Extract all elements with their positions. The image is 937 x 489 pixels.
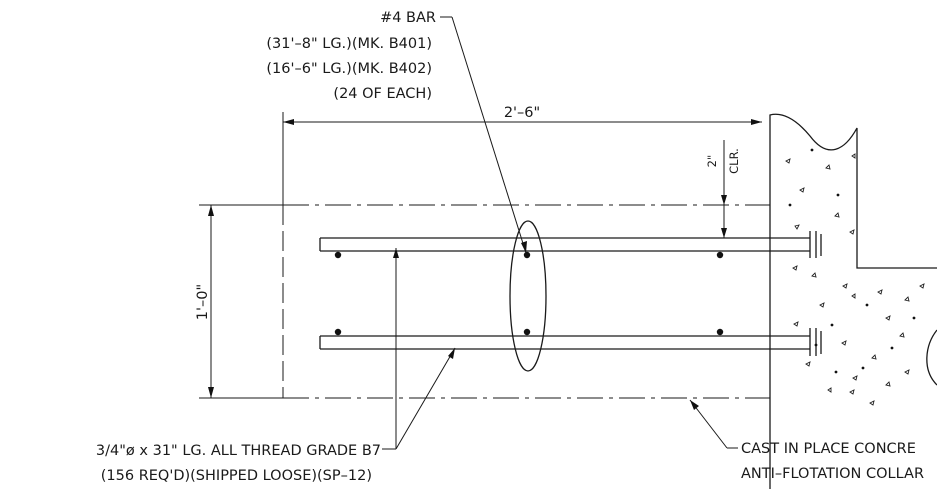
hidden-outline: [282, 112, 770, 399]
concrete-callout-line2: ANTI–FLOTATION COLLAR: [741, 466, 924, 482]
bar-callout-line3: (16'–6" LG.)(MK. B402): [266, 61, 432, 77]
bar-callout-line1: #4 BAR: [380, 10, 436, 26]
clear-dimension-label: CLR.: [727, 148, 741, 174]
bar-callout-leader: [440, 16, 527, 254]
width-dimension: [283, 119, 762, 125]
width-dimension-label: 2'–6": [504, 105, 540, 121]
height-dimension-label: 1'–0": [195, 284, 211, 320]
rod-callout-line2: (156 REQ'D)(SHIPPED LOOSE)(SP–12): [101, 468, 372, 484]
height-dimension: [199, 204, 283, 399]
bar-callout-line4: (24 OF EACH): [333, 86, 432, 102]
bar-callout-line2: (31'–8" LG.)(MK. B401): [266, 36, 432, 52]
rebar-bottom: [319, 328, 822, 356]
bar-group-ellipse: [509, 220, 547, 372]
rod-callout-leader: [382, 248, 456, 450]
rod-callout-line1: 3/4"ø x 31" LG. ALL THREAD GRADE B7: [96, 443, 381, 459]
concrete-callout-line1: CAST IN PLACE CONCRE: [741, 441, 916, 457]
concrete-collar: [769, 113, 937, 489]
concrete-callout-leader: [689, 399, 738, 449]
clear-dimension: [721, 140, 727, 238]
bar-dots: [334, 251, 724, 336]
clear-dimension-value: 2": [705, 155, 719, 168]
rebar-top: [319, 231, 822, 258]
